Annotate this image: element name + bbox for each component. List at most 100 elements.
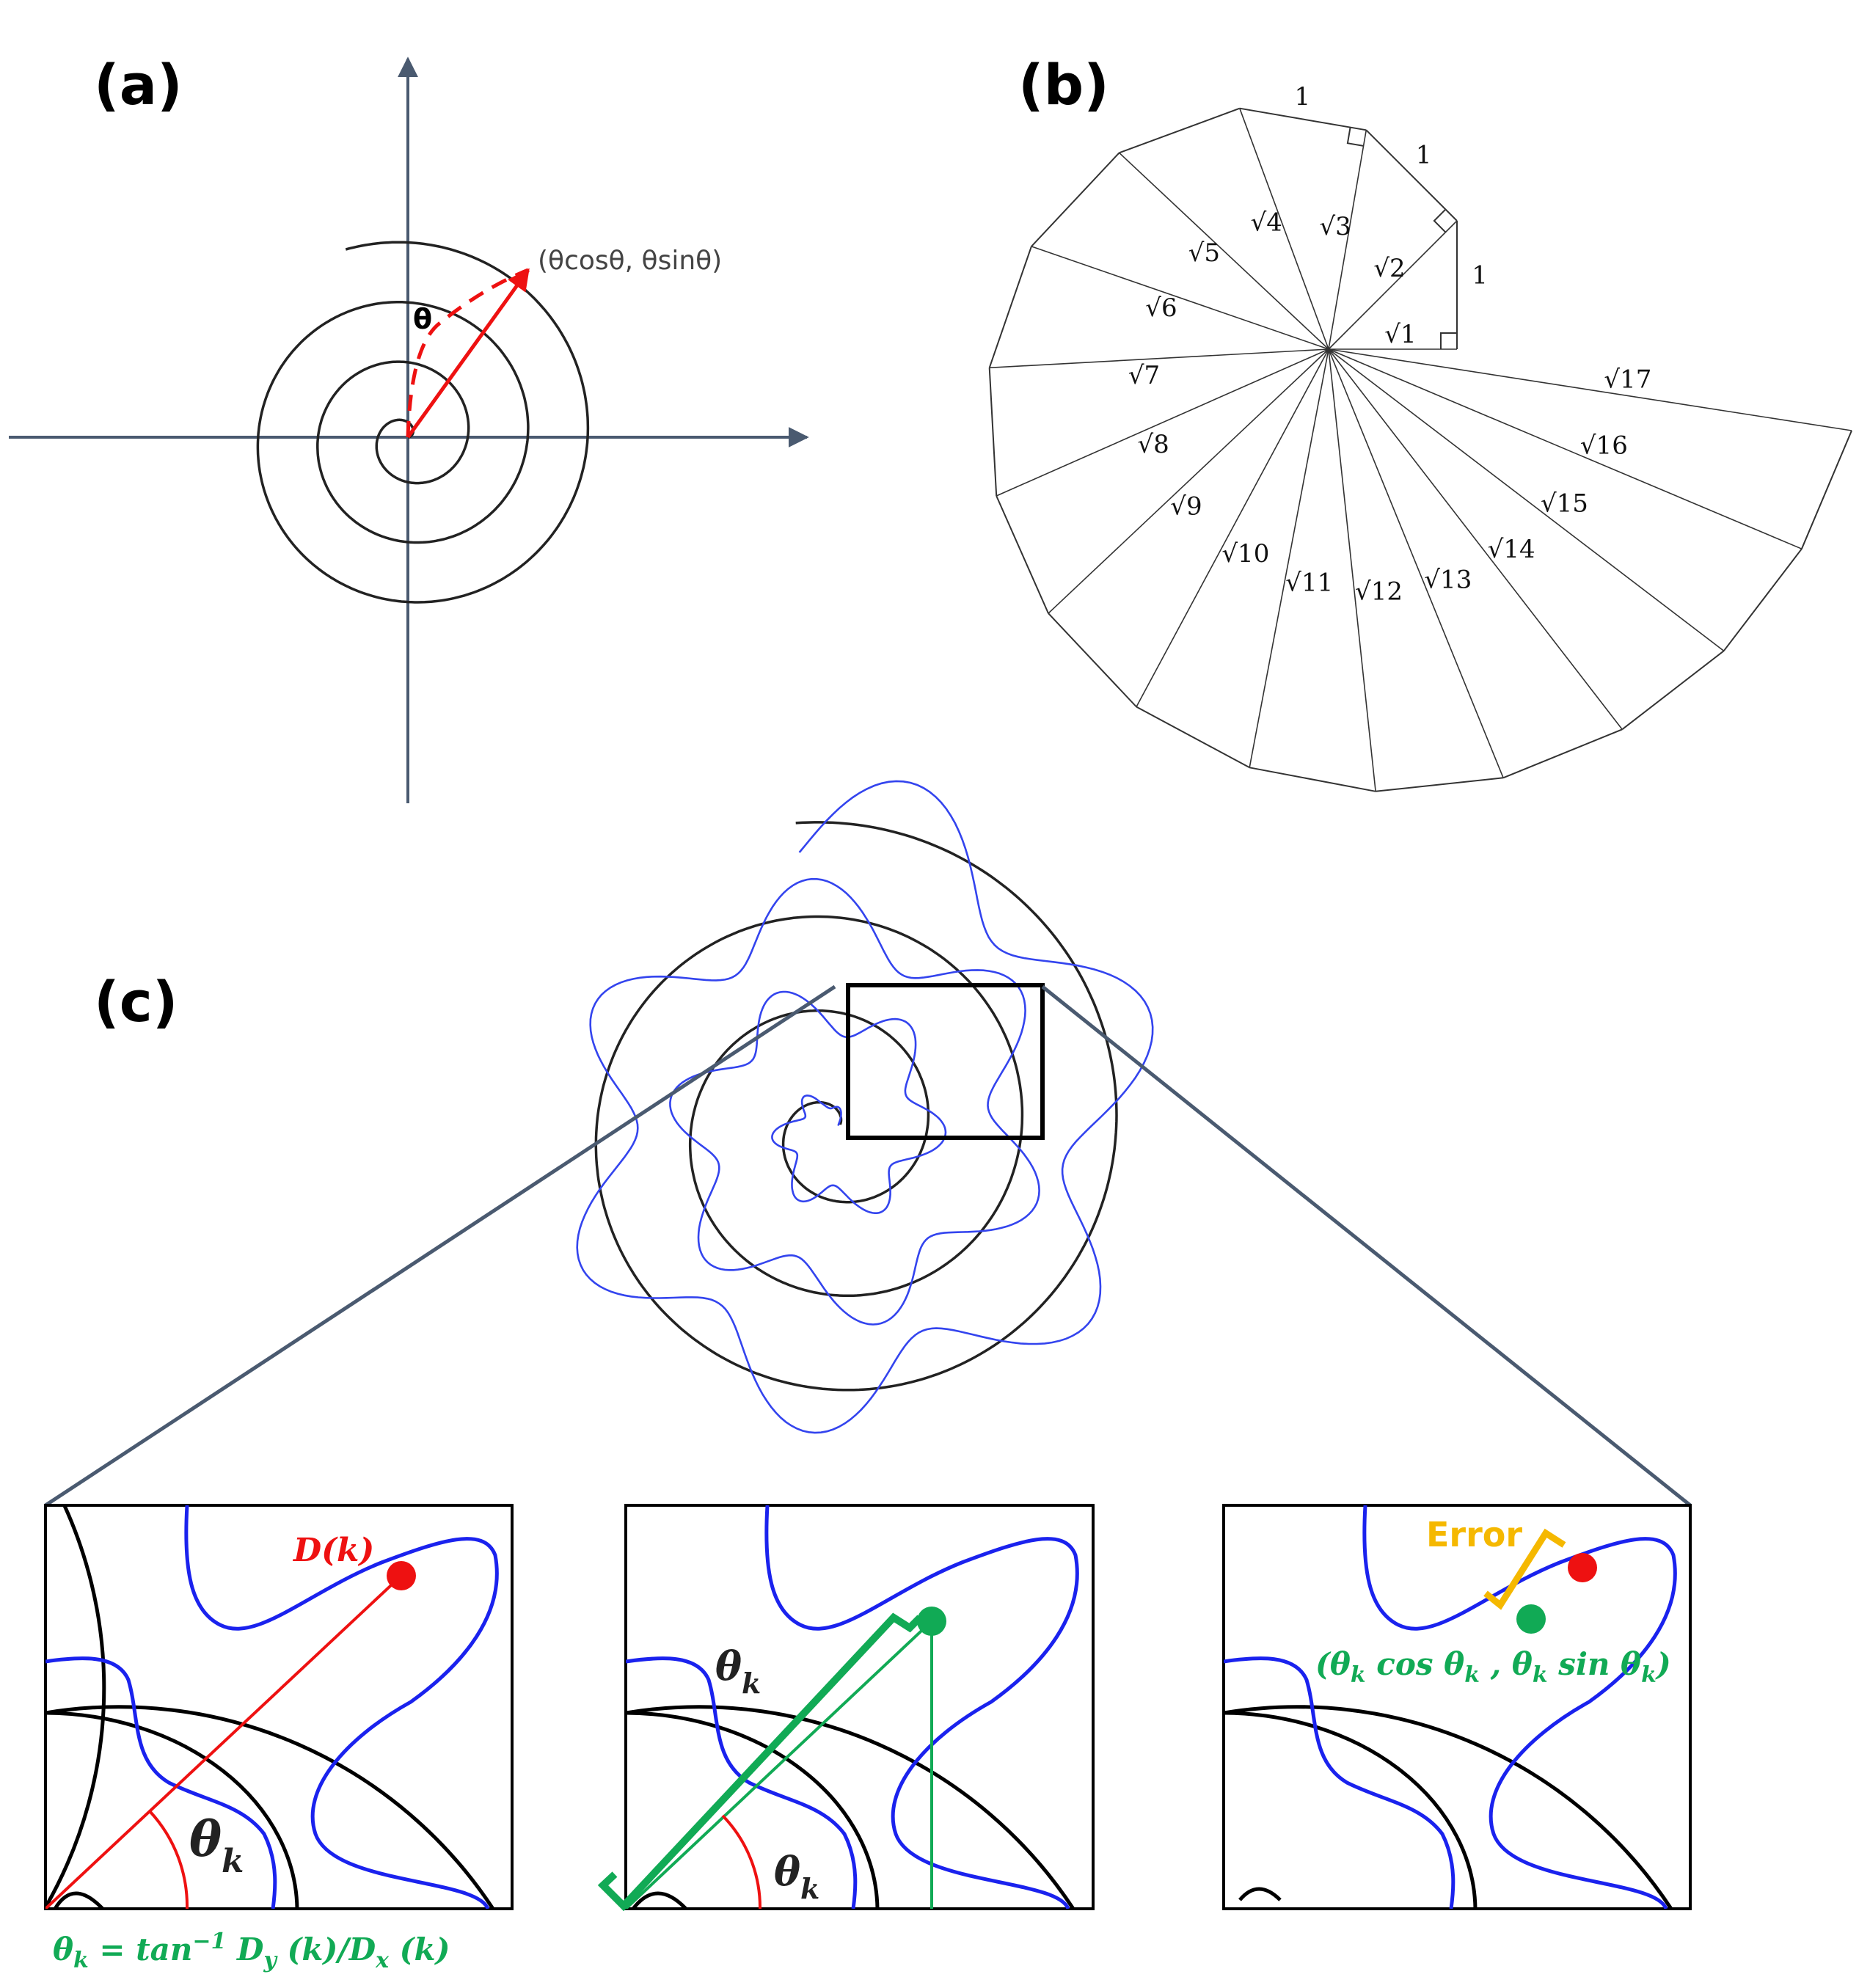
angle-arc-dashed <box>406 268 529 438</box>
angle-theta-label: θk <box>189 1810 244 1880</box>
unit-label: 1 <box>1472 260 1488 290</box>
spiral-of-theodorus: 111√1√2√3√4√5√6√7√8√9√10√11√12√13√14√15√… <box>988 82 1852 792</box>
unit-edge-4 <box>1119 107 1241 154</box>
spoke-17 <box>1328 348 1852 431</box>
center-spiral-arc <box>1238 1887 1282 1901</box>
panel-c-label: (c) <box>94 969 178 1034</box>
blue-curve-2 <box>1224 1656 1456 1909</box>
hypotenuse-label: √6 <box>1145 293 1177 323</box>
zoom-box <box>846 983 1045 1140</box>
hypotenuse-label: √9 <box>1170 491 1202 521</box>
blue-curve-2 <box>626 1656 858 1909</box>
unit-edge-8 <box>996 495 1049 614</box>
panel-b-label: (b) <box>1018 52 1109 117</box>
angle-arc <box>149 1810 189 1909</box>
arc-length-label: θk <box>715 1642 761 1700</box>
unit-label: 1 <box>1416 141 1432 170</box>
spoke-13 <box>1328 348 1504 778</box>
measured-point <box>387 1561 416 1590</box>
hypotenuse-label: √13 <box>1424 565 1472 594</box>
hypotenuse-label: √16 <box>1580 431 1628 460</box>
unit-edge-3 <box>1239 107 1367 131</box>
reference-point <box>1516 1604 1546 1634</box>
hypotenuse-label: √15 <box>1541 489 1588 519</box>
hypotenuse-label: √3 <box>1320 212 1351 241</box>
measured-point <box>1568 1553 1597 1582</box>
archimedean-spiral <box>256 241 590 604</box>
inset-1: D(k) θk θk = tan−1 Dy (k)/Dx (k) <box>44 1504 514 1973</box>
inset-2: θk θk <box>597 1504 1095 1912</box>
spoke-3 <box>1328 130 1367 350</box>
zoom-line-left <box>44 984 836 1508</box>
blue-curve-1 <box>1362 1505 1677 1909</box>
arc-length-bracket <box>597 1612 923 1912</box>
hypotenuse-label: √4 <box>1251 208 1282 238</box>
unit-edge-10 <box>1136 706 1250 769</box>
hypotenuse-label: √17 <box>1604 365 1651 394</box>
blue-curve-2 <box>45 1656 277 1909</box>
center-spiral-arc <box>632 1891 687 1909</box>
inner-spiral-arc <box>626 1711 880 1909</box>
angle-theta-label: θk <box>774 1848 819 1905</box>
point-label: (θcosθ, θsinθ) <box>538 246 722 276</box>
spoke-12 <box>1328 348 1376 792</box>
spoke-10 <box>1136 348 1329 707</box>
zoom-line-right <box>1041 985 1692 1507</box>
hypotenuse-label: √12 <box>1355 577 1403 606</box>
measurement-ray <box>45 1574 403 1909</box>
error-label: Error <box>1426 1515 1522 1554</box>
angle-formula: θk = tan−1 Dy (k)/Dx (k) <box>53 1929 450 1973</box>
spoke-7 <box>989 348 1329 369</box>
blue-curve-1 <box>184 1505 499 1909</box>
unit-edge-6 <box>988 246 1032 368</box>
angle-label: θ <box>413 303 432 335</box>
blue-curve-1 <box>764 1505 1079 1909</box>
reference-point <box>917 1607 946 1636</box>
hypotenuse-label: √7 <box>1128 361 1160 390</box>
unit-edge-12 <box>1375 777 1504 792</box>
hypotenuse-label: √2 <box>1373 254 1405 283</box>
inset-3: Error (θk cos θk , θk sin θk) <box>1222 1504 1692 1910</box>
hypotenuse-label: √8 <box>1138 430 1169 459</box>
reference-ray <box>626 1620 933 1909</box>
angle-arc <box>721 1814 762 1909</box>
spoke-16 <box>1328 348 1803 549</box>
unit-edge-11 <box>1249 767 1376 792</box>
spoke-9 <box>1048 348 1329 614</box>
outer-spiral-arc <box>45 1705 495 1909</box>
unit-edge-15 <box>1723 548 1803 651</box>
unit-edge-2 <box>1365 129 1458 222</box>
right-angle-marker <box>1346 127 1364 147</box>
spoke-5 <box>1119 152 1329 350</box>
unit-label: 1 <box>1295 82 1311 112</box>
hypotenuse-label: √14 <box>1488 535 1535 564</box>
spoke-11 <box>1249 348 1329 768</box>
panel-a-label: (a) <box>94 52 183 117</box>
radius-vector <box>406 268 530 439</box>
unit-edge-9 <box>1048 613 1137 708</box>
unit-edge-13 <box>1502 728 1623 779</box>
inner-spiral-arc <box>1224 1711 1478 1909</box>
spoke-8 <box>996 348 1329 497</box>
right-angle-marker <box>1440 332 1457 349</box>
panel-c: (c) D(k) θk θk = tan−1 Dy (k)/Dx (k) <box>44 780 1692 1973</box>
outer-arc <box>45 1505 106 1909</box>
hypotenuse-label: √1 <box>1384 320 1416 349</box>
hypotenuse-label: √5 <box>1188 238 1220 268</box>
panel-a: (a) θ (θcosθ, θsinθ) <box>9 52 809 803</box>
spoke-4 <box>1239 108 1329 350</box>
inner-spiral-arc <box>45 1711 299 1909</box>
hypotenuse-label: √11 <box>1285 569 1333 598</box>
spoke-6 <box>1031 246 1329 350</box>
spoke-2 <box>1328 220 1458 350</box>
measured-point-label: D(k) <box>292 1532 374 1569</box>
spoke-14 <box>1328 348 1623 730</box>
right-angle-marker <box>1433 208 1447 233</box>
outer-spiral-arc <box>1224 1705 1673 1909</box>
unit-edge-14 <box>1621 650 1725 731</box>
outer-spiral-arc <box>626 1705 1075 1909</box>
reference-coordinate-label: (θk cos θk , θk sin θk) <box>1315 1646 1671 1688</box>
panel-b: (b) 111√1√2√3√4√5√6√7√8√9√10√11√12√13√14… <box>988 52 1852 792</box>
spoke-15 <box>1328 348 1725 651</box>
